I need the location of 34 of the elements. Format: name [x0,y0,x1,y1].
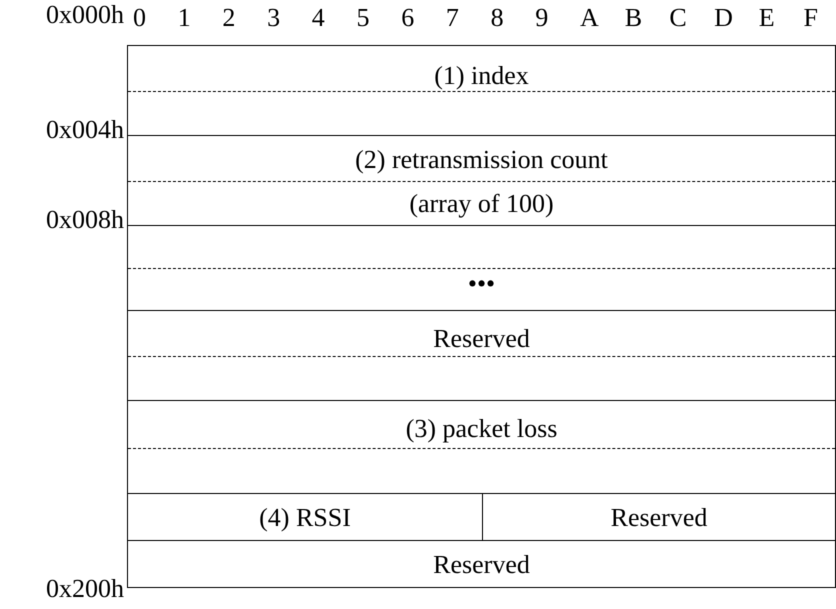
bit-column-label: 6 [401,3,414,33]
bit-column-label: 3 [267,3,280,33]
field-label: (4) RSSI [259,502,351,534]
memory-field [127,45,836,136]
bit-column-label: D [714,3,733,33]
bit-column-label: A [580,3,599,33]
address-label: 0x004h [46,115,124,145]
bit-column-label: 1 [178,3,191,33]
bit-column-label: F [804,3,818,33]
field-label: (1) index [434,60,529,92]
bit-column-label: 2 [222,3,236,33]
memory-field [127,135,836,226]
memory-field [127,400,836,494]
address-label: 0x008h [46,205,124,235]
field-label: Reserved [610,502,708,534]
field-label: Reserved [433,549,530,581]
memory-field [127,225,836,311]
memory-field [127,540,836,588]
bit-column-label: 9 [535,3,548,33]
bit-column-label: 4 [312,3,325,33]
bit-column-label: B [624,3,642,33]
bit-column-label: E [758,3,775,33]
field-label: ••• [468,268,496,300]
address-label: 0x000h [46,0,124,30]
field-label: Reserved [433,323,530,355]
field-label: (2) retransmission count (array of 100) [354,144,609,220]
field-label: (3) packet loss [406,413,558,445]
bit-column-label: 8 [490,3,504,33]
address-label: 0x200h [46,574,124,604]
bit-column-label: 0 [133,3,146,33]
memory-field [127,310,836,401]
bit-column-label: C [669,3,687,33]
bit-column-label: 5 [356,3,370,33]
bit-column-label: 7 [446,3,459,33]
